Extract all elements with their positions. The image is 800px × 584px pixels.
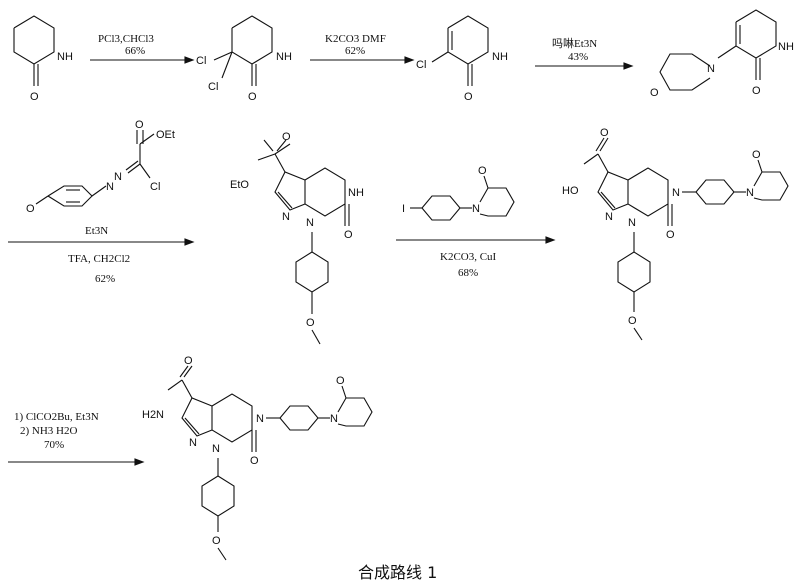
- step3-reagent: 吗啉Et3N: [552, 37, 597, 50]
- atom-o: O: [752, 85, 761, 97]
- atom-n: N: [282, 211, 290, 223]
- atom-n: N: [330, 413, 338, 425]
- reagent-iodophenyl-piperidinone: I N O: [402, 165, 515, 221]
- atom-n: N: [189, 437, 197, 449]
- atom-n: N: [212, 443, 220, 455]
- atom-cl: Cl: [416, 59, 426, 71]
- atom-o-carbonyl: O: [135, 119, 144, 131]
- atom-oet: OEt: [156, 129, 175, 141]
- atom-o: O: [336, 375, 345, 387]
- step2-reagent: K2CO3 DMF: [325, 33, 386, 45]
- atom-o: O: [752, 149, 761, 161]
- atom-n: N: [256, 413, 264, 425]
- atom-nh: NH: [492, 51, 508, 63]
- reaction-arrow-2: K2CO3 DMF 62%: [310, 33, 415, 64]
- atom-h2n: H2N: [142, 409, 164, 421]
- atom-n: N: [628, 217, 636, 229]
- step4-yield: 62%: [95, 273, 115, 285]
- step4-solvent: TFA, CH2Cl2: [68, 253, 130, 265]
- reaction-arrow-6: 1) ClCO2Bu, Et3N 2) NH3 H2O 70%: [8, 411, 145, 466]
- atom-i: I: [402, 203, 405, 215]
- atom-o-methoxy: O: [26, 203, 35, 215]
- atom-n: N: [707, 63, 715, 75]
- atom-n: N: [672, 187, 680, 199]
- compound-dichloropiperidinone: NH O Cl Cl: [196, 15, 292, 103]
- atom-o: O: [344, 229, 353, 241]
- atom-ho: HO: [562, 185, 579, 197]
- atom-n: N: [746, 187, 754, 199]
- step5-yield: 68%: [458, 267, 478, 279]
- atom-o-carbonyl: O: [184, 355, 193, 367]
- atom-n: N: [472, 203, 480, 215]
- atom-cl: Cl: [150, 181, 160, 193]
- atom-eto: EtO: [230, 179, 249, 191]
- atom-n: N: [605, 211, 613, 223]
- atom-o-carbonyl: O: [600, 127, 609, 139]
- figure-caption: 合成路线 1: [358, 563, 437, 582]
- atom-o-morpholine: O: [650, 87, 659, 99]
- atom-o: O: [30, 91, 39, 103]
- reagent-hydrazonoyl-chloride: O N N O OEt Cl: [26, 119, 175, 215]
- step3-yield: 43%: [568, 51, 588, 63]
- atom-o: O: [478, 165, 487, 177]
- atom-o-methoxy: O: [628, 315, 637, 327]
- step4-base: Et3N: [85, 225, 108, 237]
- atom-nh: NH: [276, 51, 292, 63]
- atom-n: N: [306, 217, 314, 229]
- atom-nh: NH: [348, 187, 364, 199]
- atom-o: O: [250, 455, 259, 467]
- compound-pyrazole-ester: O EtO NH O N N O: [230, 131, 364, 345]
- atom-o-methoxy: O: [306, 317, 315, 329]
- step1-yield: 66%: [125, 45, 145, 57]
- compound-chlorodihydropyridinone: NH O Cl: [416, 15, 508, 103]
- atom-o-methoxy: O: [212, 535, 221, 547]
- step6-yield: 70%: [44, 439, 64, 451]
- atom-cl-2: Cl: [208, 81, 218, 93]
- step1-reagent: PCl3,CHCl3: [98, 33, 154, 45]
- atom-nh: N: [106, 181, 114, 193]
- compound-apixaban: O H2N N O N N N O O: [142, 355, 373, 561]
- reaction-arrow-3: 吗啉Et3N 43%: [535, 37, 634, 70]
- atom-nh: NH: [57, 51, 73, 63]
- reaction-arrow-1: PCl3,CHCl3 66%: [90, 33, 195, 64]
- step6-reagent-1: 1) ClCO2Bu, Et3N: [14, 411, 99, 423]
- reaction-arrow-4: Et3N TFA, CH2Cl2 62%: [8, 225, 195, 285]
- step2-yield: 62%: [345, 45, 365, 57]
- atom-cl-1: Cl: [196, 55, 206, 67]
- atom-o: O: [666, 229, 675, 241]
- atom-o-carbonyl: O: [282, 131, 291, 143]
- atom-nh: NH: [778, 41, 794, 53]
- compound-carboxylic-acid: O HO N O N N N O O: [562, 127, 789, 341]
- compound-morpholino-dihydropyridinone: NH O N O: [650, 9, 794, 99]
- atom-o: O: [464, 91, 473, 103]
- reaction-arrow-5: K2CO3, CuI 68%: [396, 236, 556, 279]
- step6-reagent-2: 2) NH3 H2O: [20, 425, 77, 437]
- atom-o: O: [248, 91, 257, 103]
- compound-piperidinone: NH O: [13, 15, 73, 103]
- step5-conditions: K2CO3, CuI: [440, 251, 497, 263]
- atom-n: N: [114, 171, 122, 183]
